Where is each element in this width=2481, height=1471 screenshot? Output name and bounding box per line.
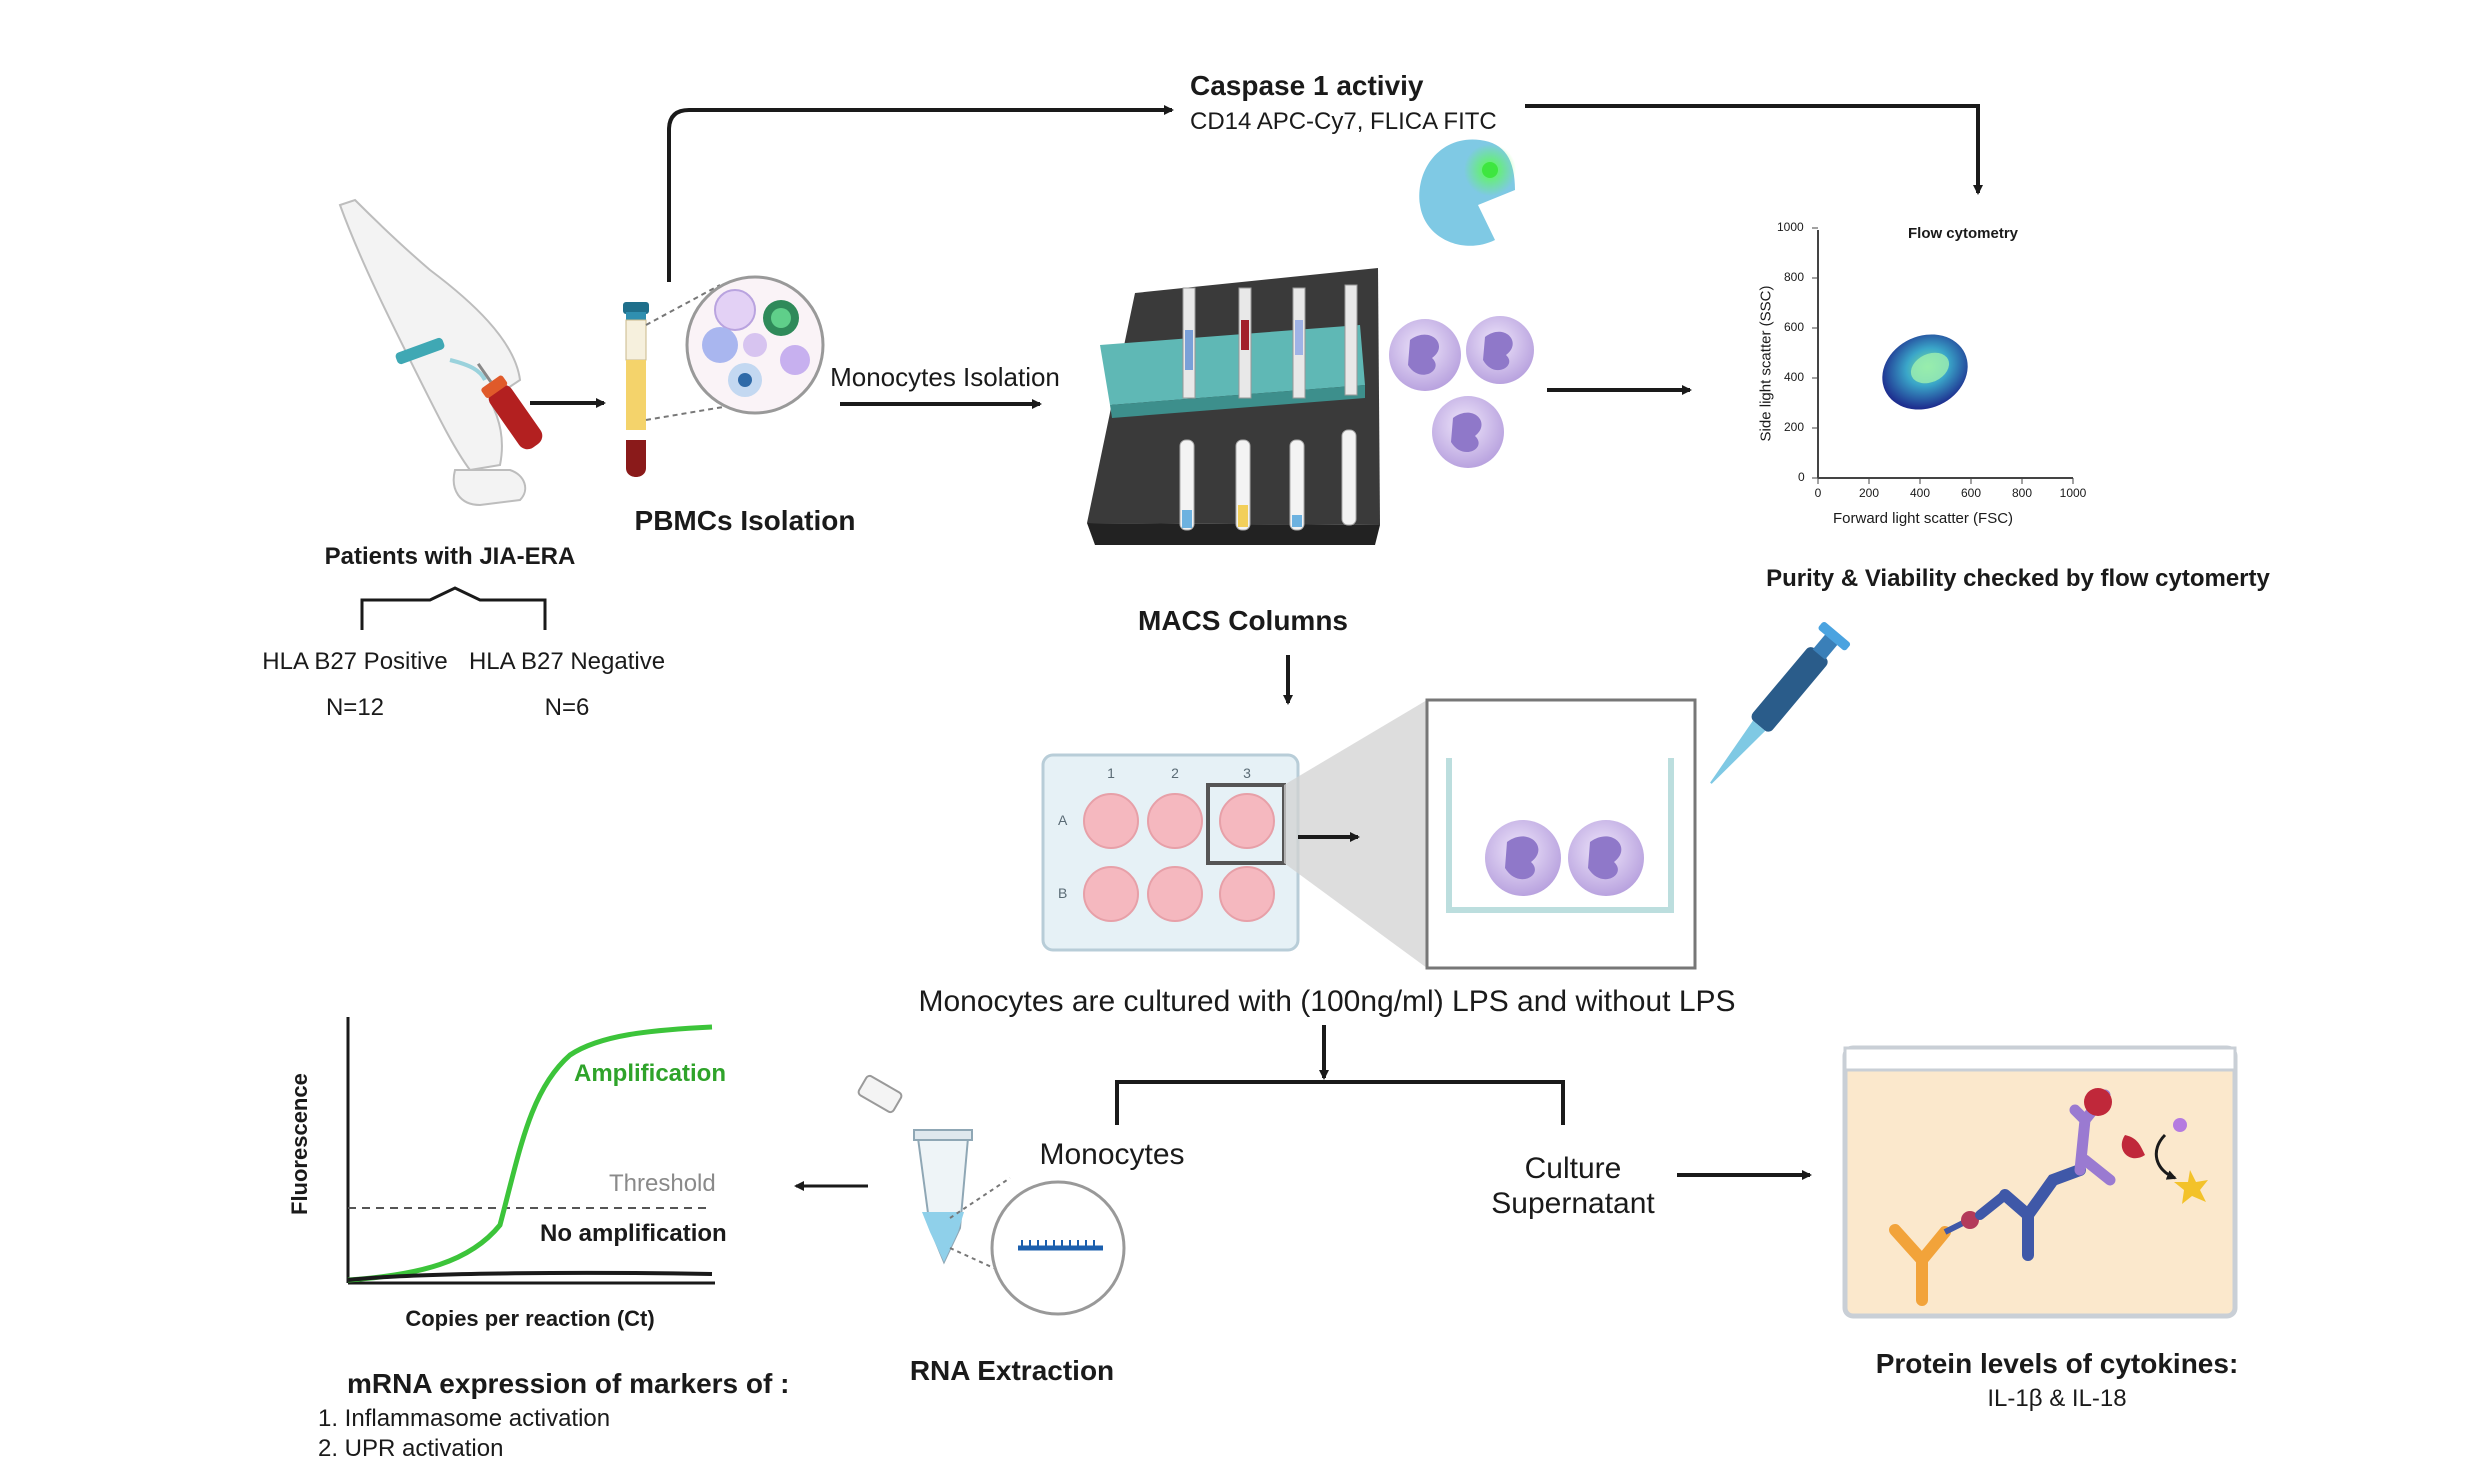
flow-xtick: 400 (1909, 486, 1931, 500)
flow-ytick: 600 (1784, 320, 1805, 334)
pbmc-magnified-circle (645, 275, 825, 421)
protein-subtitle: IL-1β & IL-18 (1987, 1385, 2127, 1412)
group-positive-label: HLA B27 Positive (262, 648, 448, 675)
culture-caption: Monocytes are cultured with (100ng/ml) L… (918, 985, 1736, 1018)
pcr-amplification-label: Amplification (574, 1060, 727, 1087)
flow-ytick: 400 (1784, 370, 1805, 384)
pbmc-title: PBMCs Isolation (634, 505, 856, 536)
elisa-well-icon (1842, 1045, 2238, 1319)
arrow-caspase-to-flow (1525, 104, 1983, 195)
macs-title: MACS Columns (1138, 605, 1348, 636)
monocyte-cells-icon (1389, 316, 1534, 468)
plate-col-label: 2 (1171, 765, 1179, 781)
plate-row-label: A (1058, 812, 1068, 828)
pipette-icon (1710, 621, 1851, 784)
flow-cytometry-plot (1812, 227, 2074, 484)
branch-culture: Culture (1524, 1152, 1622, 1185)
mrna-title: mRNA expression of markers of : (347, 1368, 790, 1399)
flow-xtick: 800 (2011, 486, 2033, 500)
split-bracket (1115, 1080, 1565, 1125)
branch-supernatant: Supernatant (1491, 1187, 1655, 1220)
flica-probe-icon (1419, 139, 1516, 246)
flow-ytick: 0 (1798, 470, 1805, 484)
caspase-subtitle: CD14 APC-Cy7, FLICA FITC (1190, 108, 1497, 135)
pcr-xlabel: Copies per reaction (Ct) (405, 1306, 655, 1331)
flow-ylabel: Side light scatter (SSC) (1757, 285, 1775, 442)
plate-col-label: 3 (1243, 765, 1251, 781)
zoom-cone (1284, 700, 1427, 968)
flow-plot-title: Flow cytometry (1907, 225, 2019, 242)
flow-ytick: 800 (1784, 270, 1805, 284)
flow-ytick: 200 (1784, 420, 1805, 434)
mrna-item: 1. Inflammasome activation (318, 1405, 611, 1432)
group-negative-label: HLA B27 Negative (468, 648, 666, 675)
group-negative-n: N=6 (544, 694, 590, 721)
monocyte-isolation-label: Monocytes Isolation (830, 362, 1060, 392)
patients-title: Patients with JIA-ERA (324, 543, 576, 570)
patients-brace (360, 586, 547, 630)
arm-blood-draw-icon (338, 198, 543, 507)
pcr-threshold-label: Threshold (609, 1170, 716, 1197)
arrow-to-caspase (667, 105, 1174, 282)
plate-row-label: B (1058, 885, 1068, 901)
protein-title: Protein levels of cytokines: (1875, 1348, 2239, 1379)
microcentrifuge-tube-icon (857, 1074, 1126, 1316)
plate-col-label: 1 (1107, 765, 1115, 781)
flow-xlabel: Forward light scatter (FSC) (1833, 510, 2014, 527)
flow-ytick: 1000 (1777, 220, 1804, 234)
group-positive-n: N=12 (325, 694, 385, 721)
branch-monocytes: Monocytes (1039, 1138, 1185, 1171)
caspase-title: Caspase 1 activiy (1190, 70, 1424, 101)
flow-xtick: 200 (1858, 486, 1880, 500)
blood-tube-icon (623, 302, 649, 477)
flow-xtick: 0 (1814, 486, 1822, 500)
flow-xtick: 1000 (2059, 486, 2087, 500)
flow-caption: Purity & Viability checked by flow cytom… (1766, 565, 2270, 592)
well-plate-icon (1041, 753, 1300, 952)
qpcr-amplification-plot (346, 1017, 715, 1285)
culture-well-zoom-box (1425, 698, 1697, 970)
pcr-no-amplification-label: No amplification (540, 1220, 727, 1247)
rna-title: RNA Extraction (909, 1355, 1115, 1386)
macs-columns-stand-icon (1087, 268, 1380, 545)
pcr-ylabel: Fluorescence (287, 1073, 312, 1215)
mrna-item: 2. UPR activation (318, 1435, 504, 1462)
flow-xtick: 600 (1960, 486, 1982, 500)
